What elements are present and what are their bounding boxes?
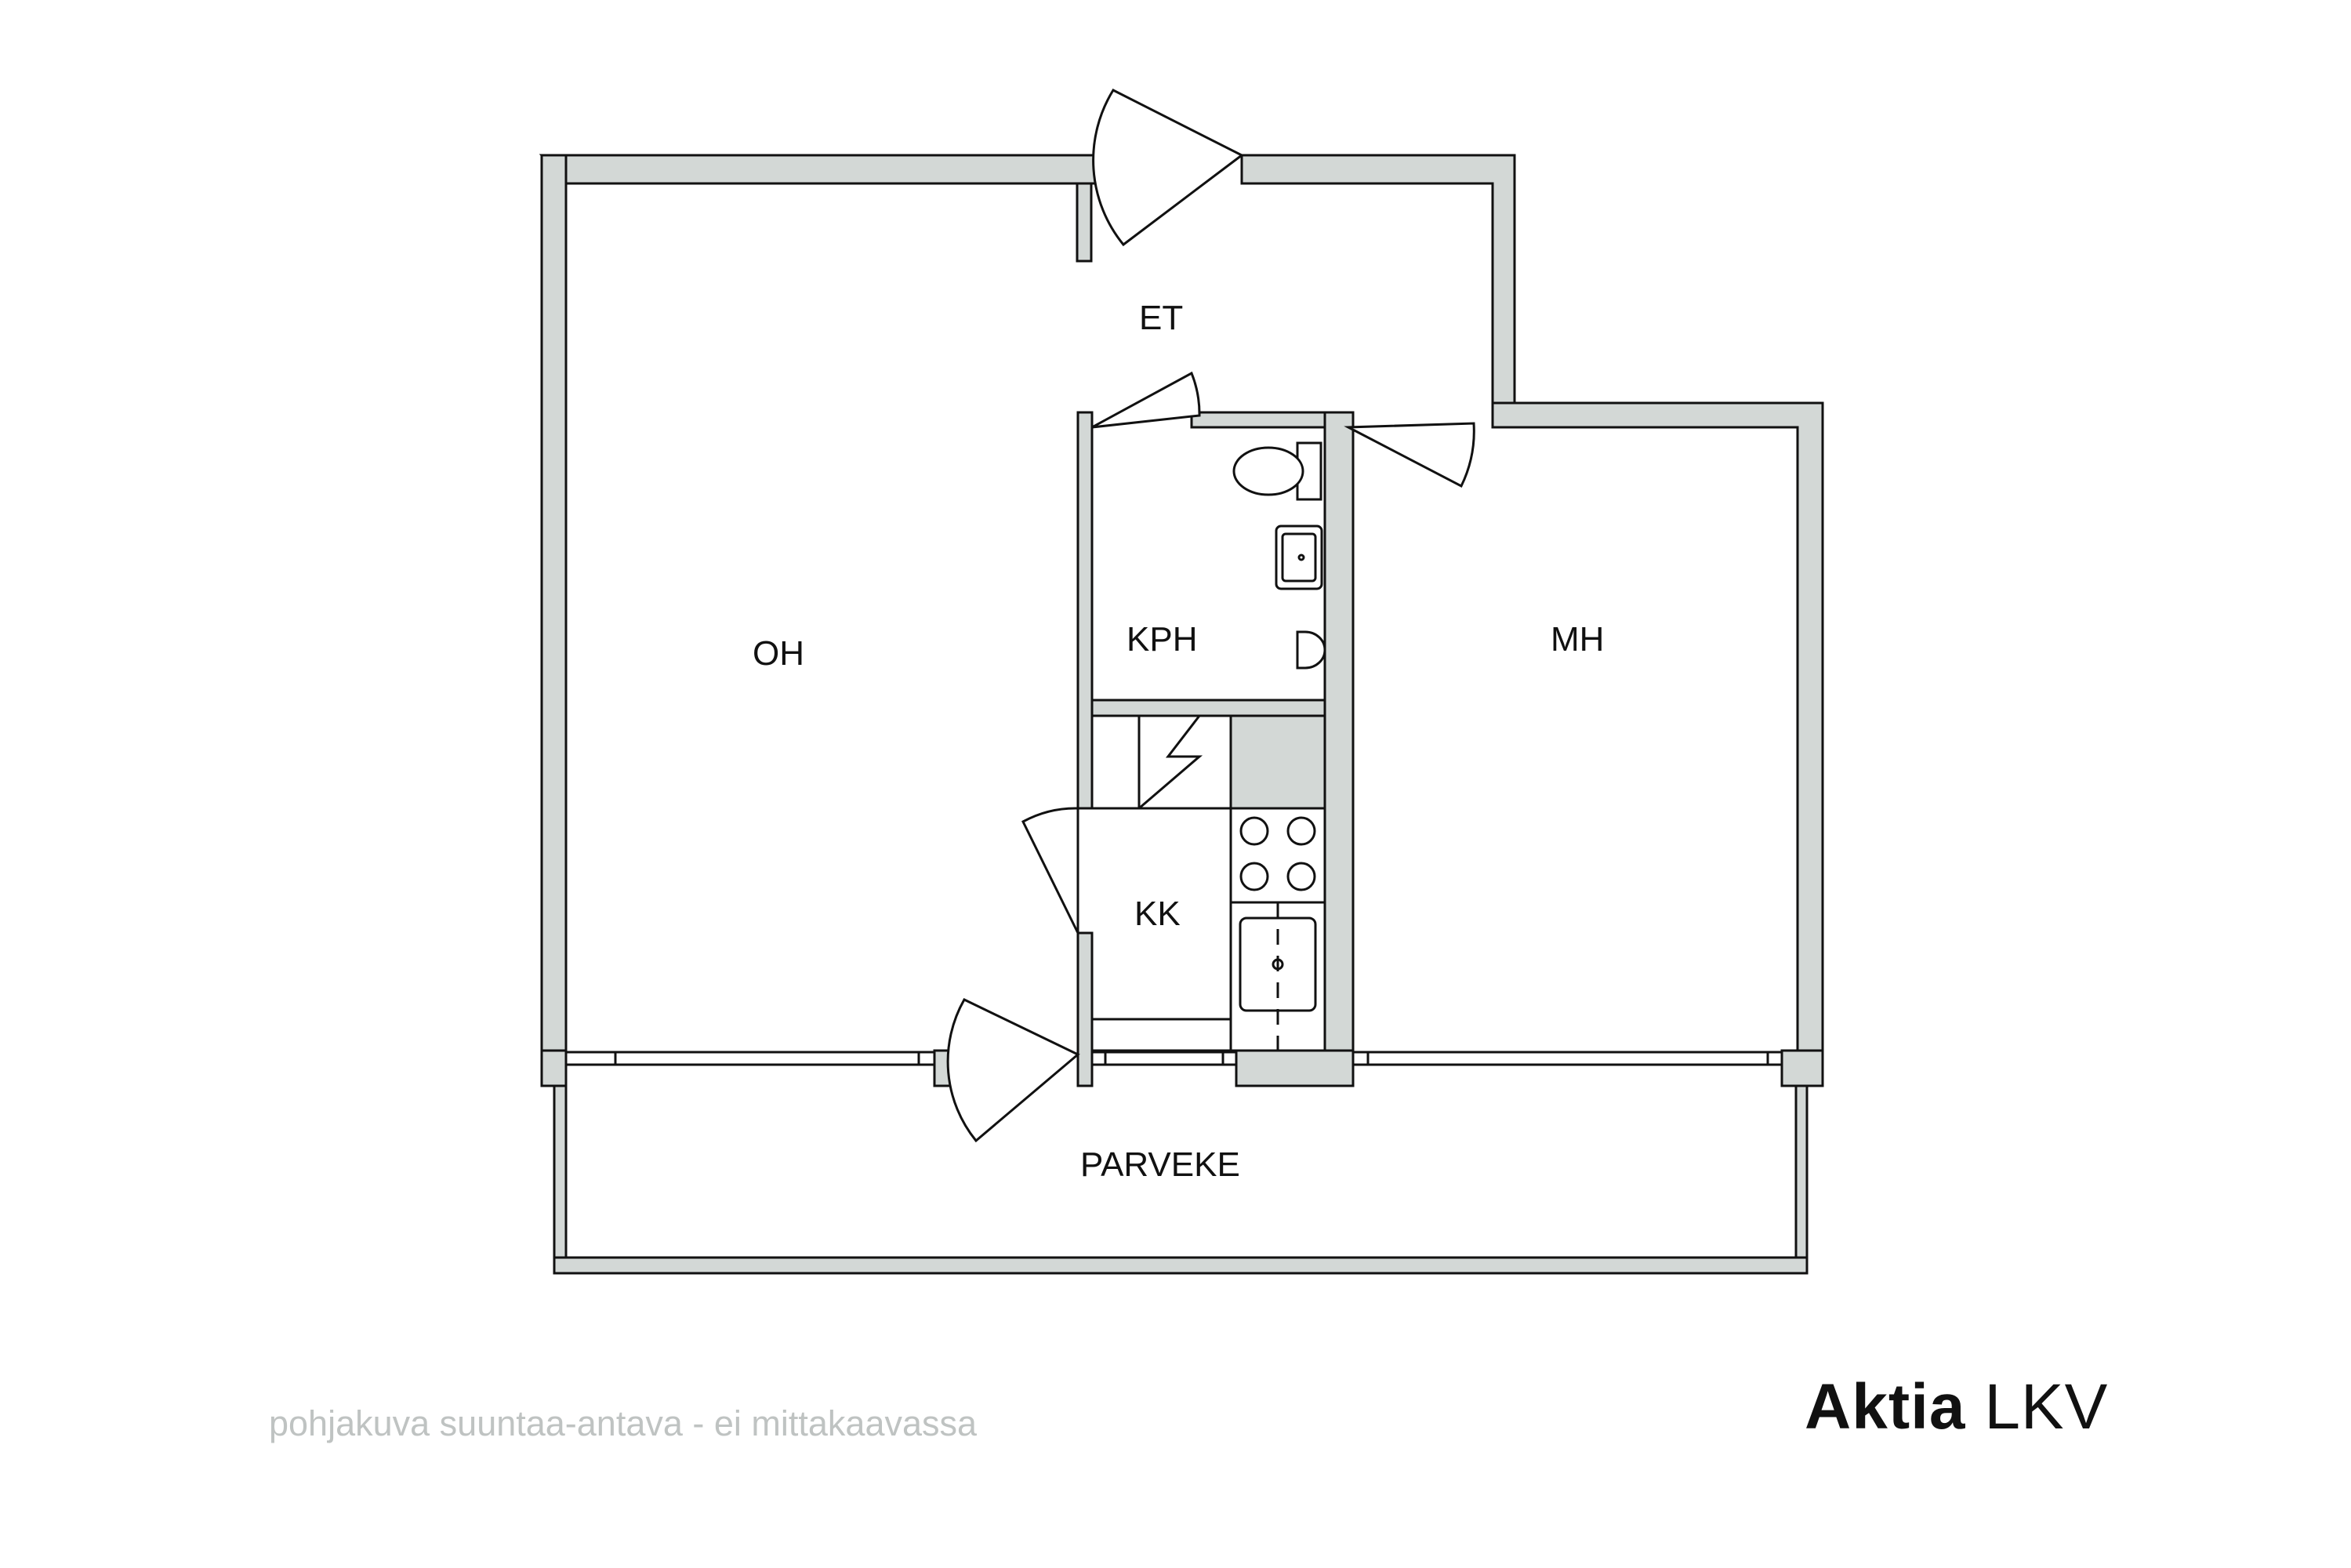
outer-wall <box>1491 401 1824 1087</box>
balcony-door <box>946 998 1080 1143</box>
outer-wall <box>539 154 1115 185</box>
balcony-wall <box>553 1256 1809 1275</box>
outer-wall <box>1240 154 1516 405</box>
burner <box>1286 862 1316 891</box>
kitchen-door <box>1021 807 1079 934</box>
interior-wall <box>1323 411 1355 1087</box>
disclaimer-text: pohjakuva suuntaa-antava - ei mittakaava… <box>269 1403 978 1443</box>
room-label-entrance: ET <box>1139 299 1183 337</box>
burner <box>1239 862 1269 891</box>
window <box>1090 1051 1238 1066</box>
burner <box>1286 816 1316 846</box>
brand-suffix: LKV <box>1984 1371 2109 1443</box>
room-label-bedroom: MH <box>1551 620 1604 659</box>
outer-wall <box>1235 1049 1355 1087</box>
bathroom-door <box>1091 371 1201 429</box>
balcony-wall <box>553 1084 568 1275</box>
burner <box>1239 816 1269 846</box>
room-label-living-room: OH <box>753 634 804 673</box>
bedroom-door <box>1344 422 1475 488</box>
outer-wall <box>540 154 568 1087</box>
stair-icon <box>1138 715 1203 810</box>
brand-name: Aktia <box>1805 1371 1966 1443</box>
balcony-wall <box>1794 1084 1809 1275</box>
outer-wall <box>1780 1049 1824 1087</box>
outer-wall <box>540 1049 568 1087</box>
toilet-bowl <box>1232 446 1304 496</box>
entrance-door <box>1092 89 1244 247</box>
brand-logo: Aktia LKV <box>1805 1370 2108 1444</box>
window <box>564 1051 936 1066</box>
interior-wall <box>1076 931 1094 1087</box>
shaft <box>1229 714 1326 810</box>
window <box>1351 1051 1783 1066</box>
counter <box>1090 1018 1232 1052</box>
room-label-bathroom: KPH <box>1127 620 1197 659</box>
interior-wall <box>1090 699 1326 717</box>
room-label-kitchen: KK <box>1134 895 1181 933</box>
interior-wall <box>1076 411 1094 810</box>
interior-wall <box>1076 182 1093 263</box>
shower-head <box>1296 630 1326 670</box>
cabinet <box>1090 714 1232 810</box>
room-label-balcony: PARVEKE <box>1080 1145 1240 1184</box>
